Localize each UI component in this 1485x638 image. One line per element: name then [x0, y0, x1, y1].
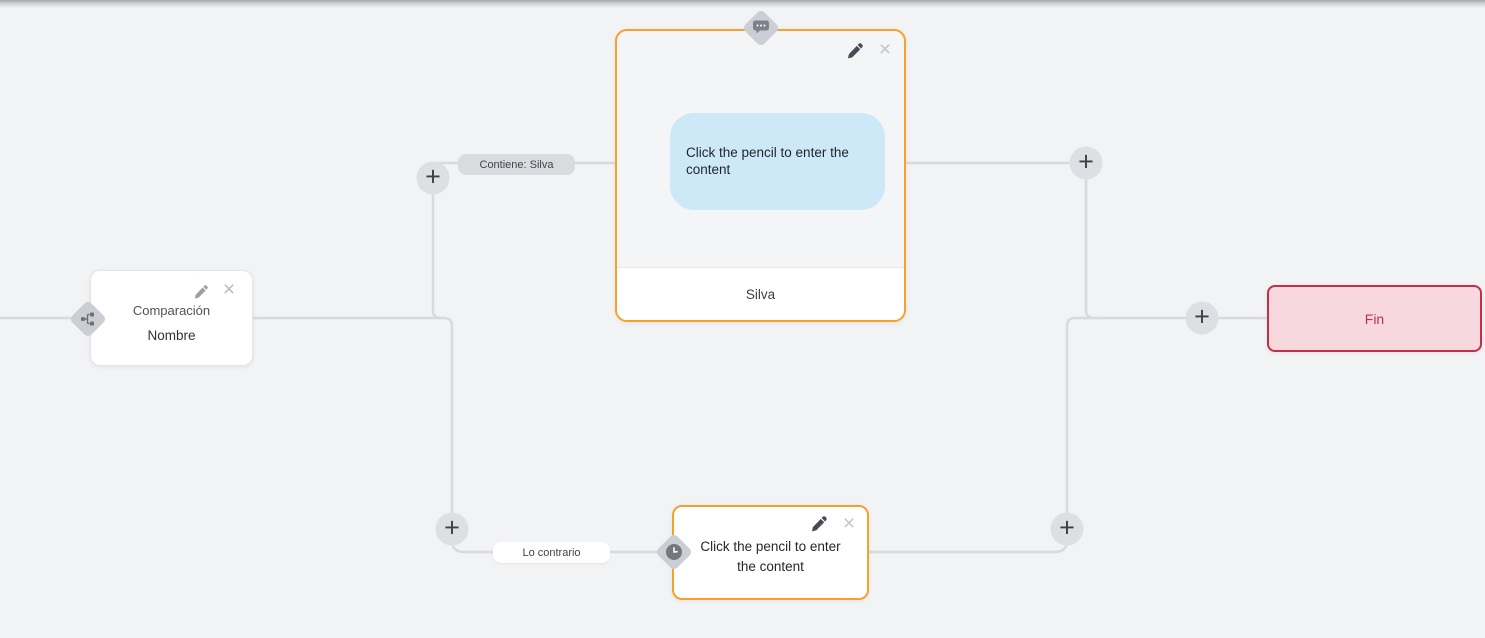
delete-message-button[interactable]: × [876, 37, 894, 61]
message-node-name: Silva [617, 267, 904, 320]
plus-icon: + [444, 512, 460, 542]
message-node[interactable]: × Click the pencil to enter the content … [615, 29, 906, 322]
comparison-node[interactable]: × Comparación Nombre [90, 270, 253, 366]
end-node[interactable]: Fin [1267, 285, 1482, 352]
clock-icon [666, 544, 683, 561]
pencil-icon [194, 285, 208, 299]
plus-icon: + [425, 161, 441, 191]
canvas-top-shadow [0, 0, 1485, 8]
add-node-button-after-message[interactable]: + [1069, 146, 1103, 180]
edit-message-button[interactable] [846, 42, 864, 60]
add-node-button-contains-branch[interactable]: + [416, 161, 450, 195]
delay-node[interactable]: × Click the pencil to enter the content [672, 505, 869, 600]
delete-delay-button[interactable]: × [840, 511, 858, 535]
pencil-icon [811, 516, 827, 532]
delay-content-placeholder: Click the pencil to enter the content [700, 538, 841, 574]
edit-delay-button[interactable] [810, 515, 828, 533]
add-node-button-before-end[interactable]: + [1185, 301, 1219, 335]
delete-comparison-button[interactable]: × [221, 277, 237, 301]
plus-icon: + [1078, 146, 1094, 176]
close-icon: × [222, 277, 236, 301]
branch-icon [81, 312, 96, 327]
end-node-label: Fin [1364, 310, 1385, 327]
connector [253, 316, 454, 529]
edge-label-contains: Contiene: Silva [458, 154, 575, 175]
close-icon: × [878, 37, 892, 61]
message-content-placeholder: Click the pencil to enter the content [670, 113, 885, 210]
comparison-node-title: Comparación [132, 303, 211, 318]
add-node-button-otherwise-branch[interactable]: + [435, 512, 469, 546]
connector [431, 178, 442, 320]
comparison-node-variable: Nombre [147, 328, 196, 343]
connector [1084, 163, 1267, 320]
close-icon: × [842, 511, 856, 535]
edit-comparison-button[interactable] [193, 284, 209, 300]
plus-icon: + [1059, 512, 1075, 542]
chat-bubble-icon [753, 20, 769, 36]
add-node-button-after-delay[interactable]: + [1050, 512, 1084, 546]
plus-icon: + [1194, 301, 1210, 331]
edge-label-otherwise: Lo contrario [493, 542, 610, 563]
pencil-icon [847, 43, 863, 59]
